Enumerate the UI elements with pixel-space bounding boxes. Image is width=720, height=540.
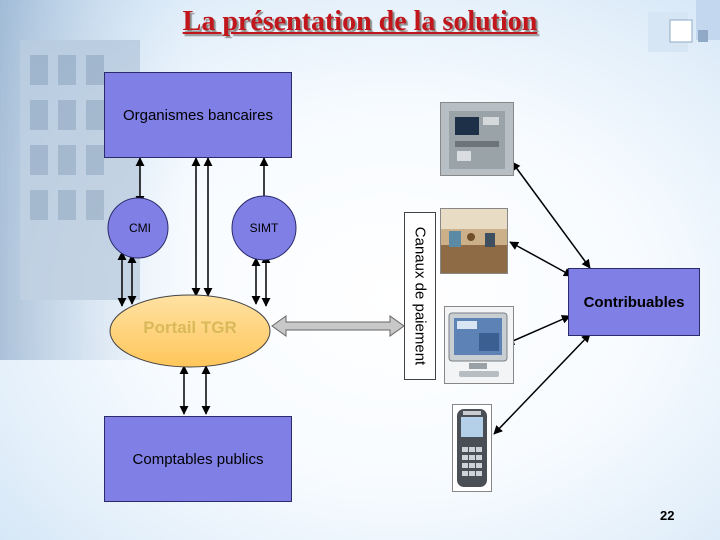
bank-counter-image bbox=[440, 208, 508, 274]
organismes-bancaires-box: Organismes bancaires bbox=[104, 72, 292, 158]
canaux-paiement-bar: Canaux de paiement bbox=[404, 212, 436, 380]
canaux-paiement-label: Canaux de paiement bbox=[412, 227, 429, 365]
cmi-label: CMI bbox=[110, 221, 170, 235]
arrow-contrib-counter bbox=[510, 242, 572, 276]
portal-label: Portail TGR bbox=[120, 318, 260, 338]
organismes-bancaires-label: Organismes bancaires bbox=[123, 107, 273, 124]
contribuables-box: Contribuables bbox=[568, 268, 700, 336]
arrow-contrib-atm bbox=[512, 162, 590, 268]
comptables-publics-label: Comptables publics bbox=[133, 451, 264, 468]
computer-monitor-image bbox=[444, 306, 514, 384]
arrow-contrib-computer bbox=[506, 316, 570, 344]
simt-label: SIMT bbox=[234, 221, 294, 235]
mobile-phone-image bbox=[452, 404, 492, 492]
page-number: 22 bbox=[660, 508, 674, 523]
contribuables-label: Contribuables bbox=[584, 294, 685, 311]
arrow-portal-canaux bbox=[272, 316, 404, 336]
atm-image bbox=[440, 102, 514, 176]
comptables-publics-box: Comptables publics bbox=[104, 416, 292, 502]
